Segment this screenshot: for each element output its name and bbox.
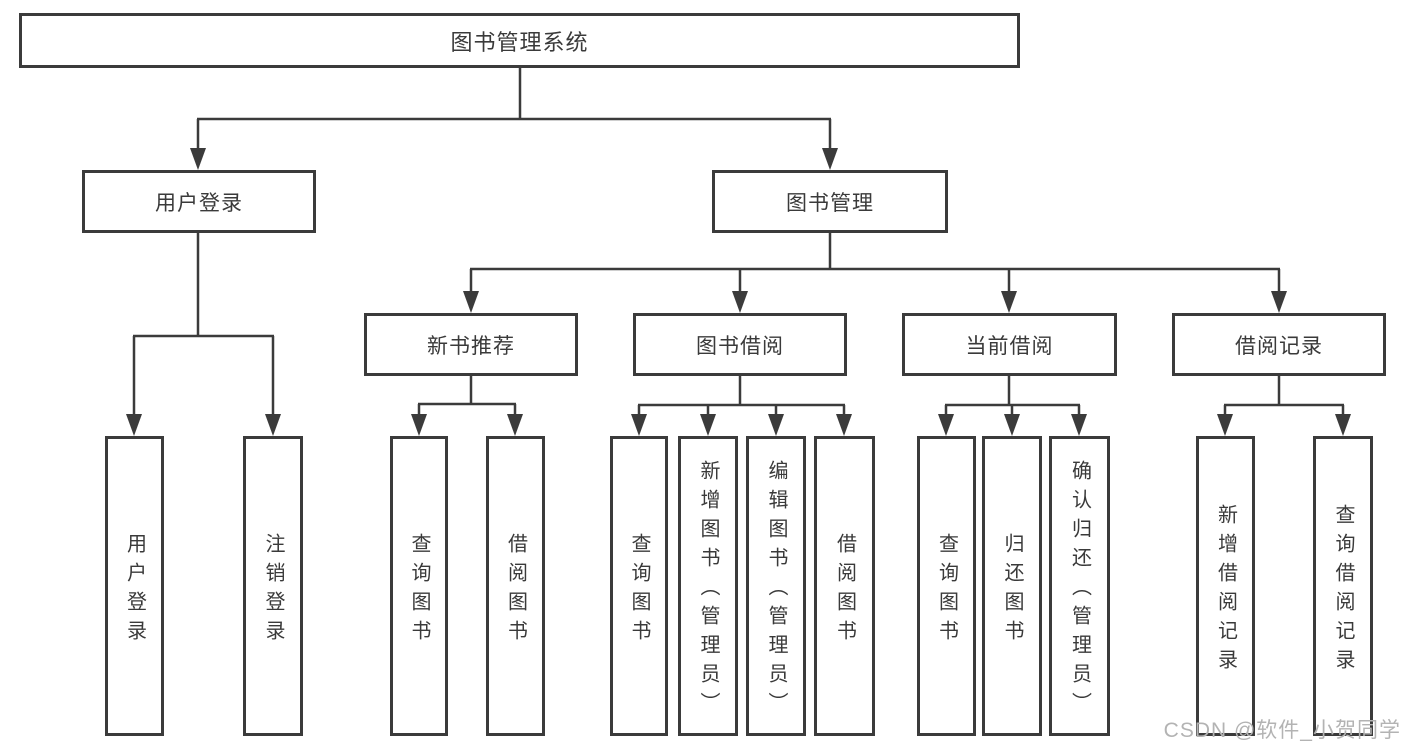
node-leaf-user-login: 用户登录	[105, 436, 164, 736]
arrowhead-icon	[938, 414, 954, 436]
arrowhead-icon	[768, 414, 784, 436]
node-user-login: 用户登录	[82, 170, 316, 233]
node-leaf-confirm-return-admin: 确认归还（管理员）	[1049, 436, 1110, 736]
node-label: 归还图书	[1001, 532, 1023, 649]
node-leaf-edit-books-admin: 编辑图书（管理员）	[746, 436, 806, 736]
node-leaf-return-books: 归还图书	[982, 436, 1042, 736]
node-label: 图书管理	[786, 191, 874, 215]
arrowhead-icon	[126, 414, 142, 436]
arrowhead-icon	[1335, 414, 1351, 436]
node-leaf-query-books-3: 查询图书	[917, 436, 976, 736]
node-label: 注销登录	[262, 532, 284, 649]
node-label: 借阅图书	[833, 532, 856, 649]
node-new-book-recommendation: 新书推荐	[364, 313, 578, 376]
node-label: 确认归还（管理员）	[1068, 460, 1091, 721]
node-label: 新书推荐	[427, 334, 515, 358]
connector-current-borrowing-to-leaves	[938, 376, 1087, 436]
node-book-management: 图书管理	[712, 170, 948, 233]
node-leaf-add-books-admin: 新增图书（管理员）	[678, 436, 738, 736]
node-label: 图书借阅	[696, 334, 784, 358]
node-book-borrowing: 图书借阅	[633, 313, 847, 376]
node-leaf-query-borrow-record: 查询借阅记录	[1313, 436, 1373, 736]
node-leaf-logout: 注销登录	[243, 436, 303, 736]
node-label: 查询图书	[408, 532, 430, 649]
arrowhead-icon	[1271, 291, 1287, 313]
node-label: 新增图书（管理员）	[697, 460, 719, 721]
node-label: 编辑图书（管理员）	[765, 460, 787, 721]
node-leaf-borrow-books-2: 借阅图书	[814, 436, 875, 736]
connector-new-book-rec-to-leaves	[411, 376, 523, 436]
node-label: 用户登录	[123, 532, 146, 649]
node-label: 借阅图书	[504, 532, 527, 649]
node-label: 查询借阅记录	[1332, 503, 1354, 678]
node-leaf-query-books-1: 查询图书	[390, 436, 448, 736]
node-leaf-borrow-books-1: 借阅图书	[486, 436, 545, 736]
node-current-borrowing: 当前借阅	[902, 313, 1117, 376]
arrowhead-icon	[631, 414, 647, 436]
connector-user-login-to-leaves	[126, 233, 281, 436]
node-label: 新增借阅记录	[1214, 503, 1237, 678]
arrowhead-icon	[700, 414, 716, 436]
connector-book-borrowing-to-leaves	[631, 376, 852, 436]
node-label: 借阅记录	[1235, 334, 1323, 358]
node-label: 当前借阅	[965, 334, 1054, 358]
arrowhead-icon	[822, 148, 838, 170]
connector-book-management-to-level3	[463, 233, 1287, 313]
connector-borrowing-records-to-leaves	[1217, 376, 1351, 436]
arrowhead-icon	[411, 414, 427, 436]
arrowhead-icon	[507, 414, 523, 436]
node-leaf-add-borrow-record: 新增借阅记录	[1196, 436, 1255, 736]
arrowhead-icon	[1217, 414, 1233, 436]
arrowhead-icon	[836, 414, 852, 436]
node-label: 图书管理系统	[450, 29, 589, 55]
arrowhead-icon	[190, 148, 206, 170]
arrowhead-icon	[1001, 291, 1017, 313]
node-borrowing-records: 借阅记录	[1172, 313, 1386, 376]
node-label: 用户登录	[155, 191, 243, 215]
node-leaf-query-books-2: 查询图书	[610, 436, 668, 736]
arrowhead-icon	[463, 291, 479, 313]
connector-root-to-level2	[190, 68, 838, 170]
node-label: 查询图书	[628, 532, 650, 649]
arrowhead-icon	[1004, 414, 1020, 436]
node-label: 查询图书	[935, 532, 958, 649]
arrowhead-icon	[732, 291, 748, 313]
arrowhead-icon	[1071, 414, 1087, 436]
watermark-text: CSDN @软件_小贺同学	[1163, 719, 1401, 742]
node-library-management-system: 图书管理系统	[19, 13, 1020, 68]
arrowhead-icon	[265, 414, 281, 436]
